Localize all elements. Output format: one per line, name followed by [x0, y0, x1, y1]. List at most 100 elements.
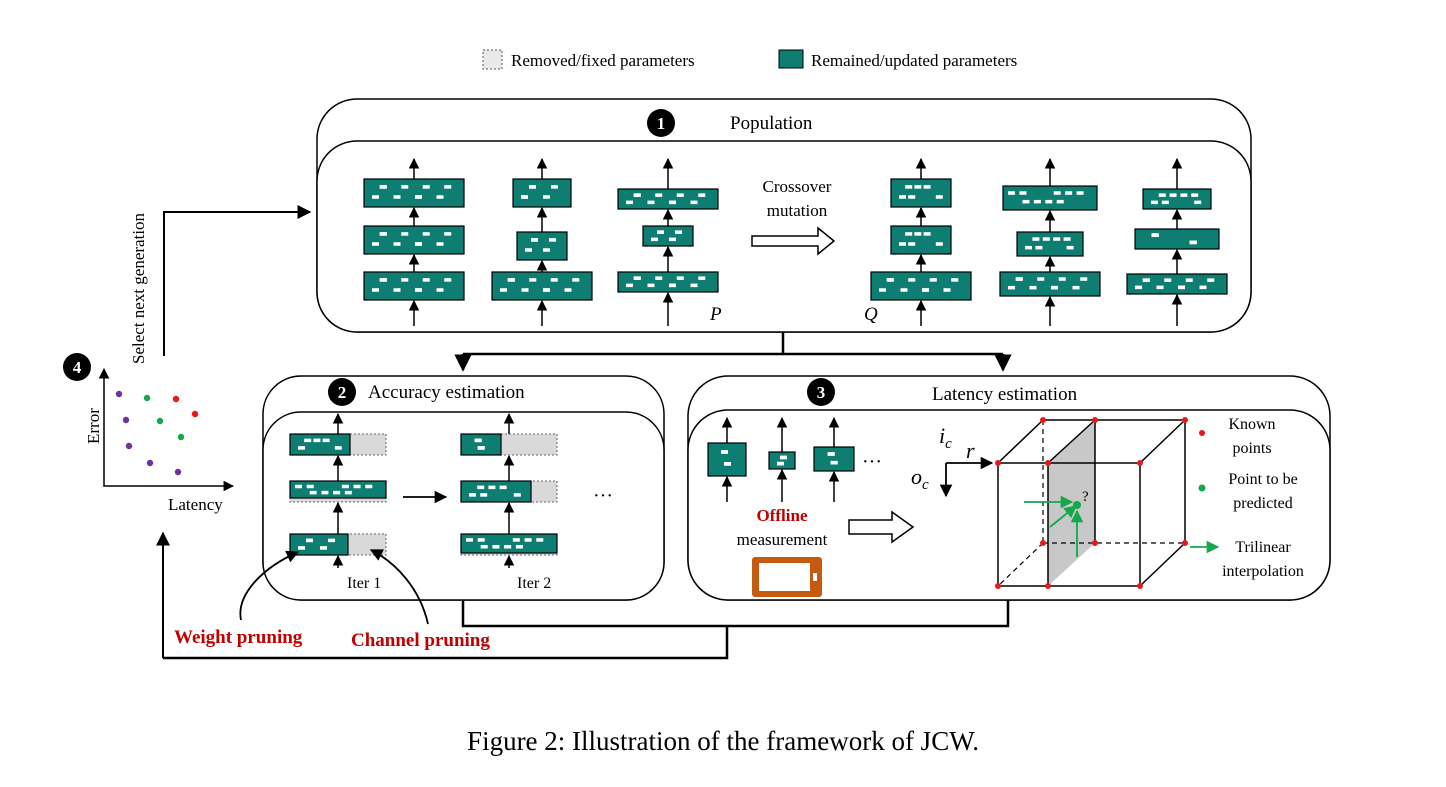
figure-caption: Figure 2: Illustration of the framework … — [467, 726, 979, 756]
parameter-mark — [908, 278, 916, 282]
parameter-mark — [1008, 285, 1015, 290]
network-layer — [890, 225, 952, 255]
kept-region — [289, 433, 351, 456]
parameter-mark — [827, 452, 835, 456]
parameter-mark — [1042, 237, 1050, 241]
crossover-hollow-arrow — [751, 226, 836, 256]
parameter-mark — [1065, 191, 1073, 195]
accuracy-title: Accuracy estimation — [368, 382, 525, 403]
parameter-mark — [923, 232, 931, 236]
parameter-mark — [320, 546, 327, 550]
parameter-mark — [1199, 285, 1207, 290]
legend-removed-label: Removed/fixed parameters — [511, 51, 695, 70]
parameter-mark — [521, 195, 528, 199]
parameter-mark — [879, 288, 886, 292]
parameter-mark — [549, 238, 556, 242]
pruned-network — [289, 412, 387, 568]
parameter-mark — [415, 288, 422, 292]
accuracy-ellipsis: ··· — [593, 485, 613, 507]
candidate-point — [125, 442, 133, 450]
network-layer — [642, 225, 694, 247]
kept-region — [289, 480, 387, 499]
parameter-mark — [480, 545, 488, 549]
parameter-mark — [500, 288, 507, 292]
parameter-mark — [474, 438, 482, 443]
network-layer — [999, 271, 1101, 297]
parameter-mark — [529, 185, 536, 189]
parameter-mark — [777, 461, 784, 466]
parameter-mark — [480, 493, 488, 497]
parameter-mark — [521, 288, 529, 292]
latency-ellipsis: ··· — [862, 451, 882, 473]
parameter-mark — [1053, 191, 1061, 195]
parameter-mark — [444, 185, 452, 189]
parameter-mark — [334, 446, 342, 450]
population-to-estimation-line — [463, 332, 1003, 356]
parameter-mark — [1164, 278, 1172, 282]
candidate-point — [174, 468, 182, 476]
parameter-mark — [1032, 237, 1040, 241]
axis-indicator — [939, 456, 994, 498]
parameter-mark — [507, 278, 515, 282]
parameter-mark — [551, 185, 558, 189]
parameter-mark — [1194, 200, 1202, 205]
network-layer — [1126, 273, 1228, 295]
candidate-point — [122, 416, 130, 424]
candidate-point — [156, 417, 164, 425]
parameter-mark — [655, 193, 663, 197]
select-next-generation-label: Select next generation — [129, 212, 148, 364]
trilinear-line2: interpolation — [1222, 563, 1304, 580]
parameter-mark — [633, 193, 641, 197]
offspring-set-label: Q — [864, 304, 878, 325]
parameter-mark — [1037, 277, 1045, 281]
parameter-mark — [313, 438, 321, 443]
parameter-mark — [525, 248, 532, 252]
population-stage: 1 Population Crossover mutation P Q — [316, 98, 1252, 333]
candidate-point — [115, 390, 123, 398]
parameter-mark — [1058, 277, 1066, 281]
parameter-mark — [529, 278, 537, 282]
known-point — [1040, 540, 1046, 546]
kept-region — [460, 533, 558, 554]
candidate-layer-block — [768, 416, 796, 502]
parameter-mark — [524, 538, 532, 542]
parameter-mark — [922, 288, 929, 292]
parameter-mark — [444, 232, 452, 236]
parameter-mark — [322, 438, 330, 443]
known-point — [995, 583, 1001, 589]
known-point — [1182, 417, 1188, 423]
parameter-mark — [655, 276, 663, 280]
parameter-mark — [914, 185, 922, 189]
parameter-mark — [690, 200, 698, 205]
predicted-line1: Point to be — [1228, 471, 1297, 488]
known-point — [1045, 583, 1051, 589]
offline-label: Offline — [757, 506, 808, 525]
channel-pruning-label: Channel pruning — [351, 630, 490, 651]
network-layer — [1002, 185, 1098, 211]
parameter-mark — [1053, 237, 1061, 241]
parameter-mark — [393, 195, 401, 199]
known-point — [1092, 540, 1098, 546]
parameter-mark — [401, 232, 409, 236]
parameter-mark — [908, 195, 916, 199]
parameter-mark — [1008, 191, 1015, 195]
parameter-mark — [1045, 199, 1053, 204]
weight-pruning-label: Weight pruning — [174, 627, 303, 648]
scatter-axes — [98, 367, 235, 492]
parameter-mark — [1135, 285, 1142, 290]
parameter-mark — [298, 546, 305, 550]
parameter-mark — [436, 242, 444, 246]
parameter-mark — [1169, 193, 1177, 197]
parameter-mark — [1080, 277, 1088, 281]
known-point — [1092, 417, 1098, 423]
parameter-mark — [676, 193, 684, 197]
parameter-mark — [935, 195, 943, 199]
latency-axis-label: Latency — [168, 495, 223, 514]
parameter-mark — [1158, 193, 1166, 197]
network-candidate — [999, 157, 1101, 326]
parameter-mark — [908, 242, 916, 246]
parameter-mark — [365, 484, 373, 489]
parameter-mark — [899, 195, 906, 199]
network-layer — [1134, 228, 1220, 250]
